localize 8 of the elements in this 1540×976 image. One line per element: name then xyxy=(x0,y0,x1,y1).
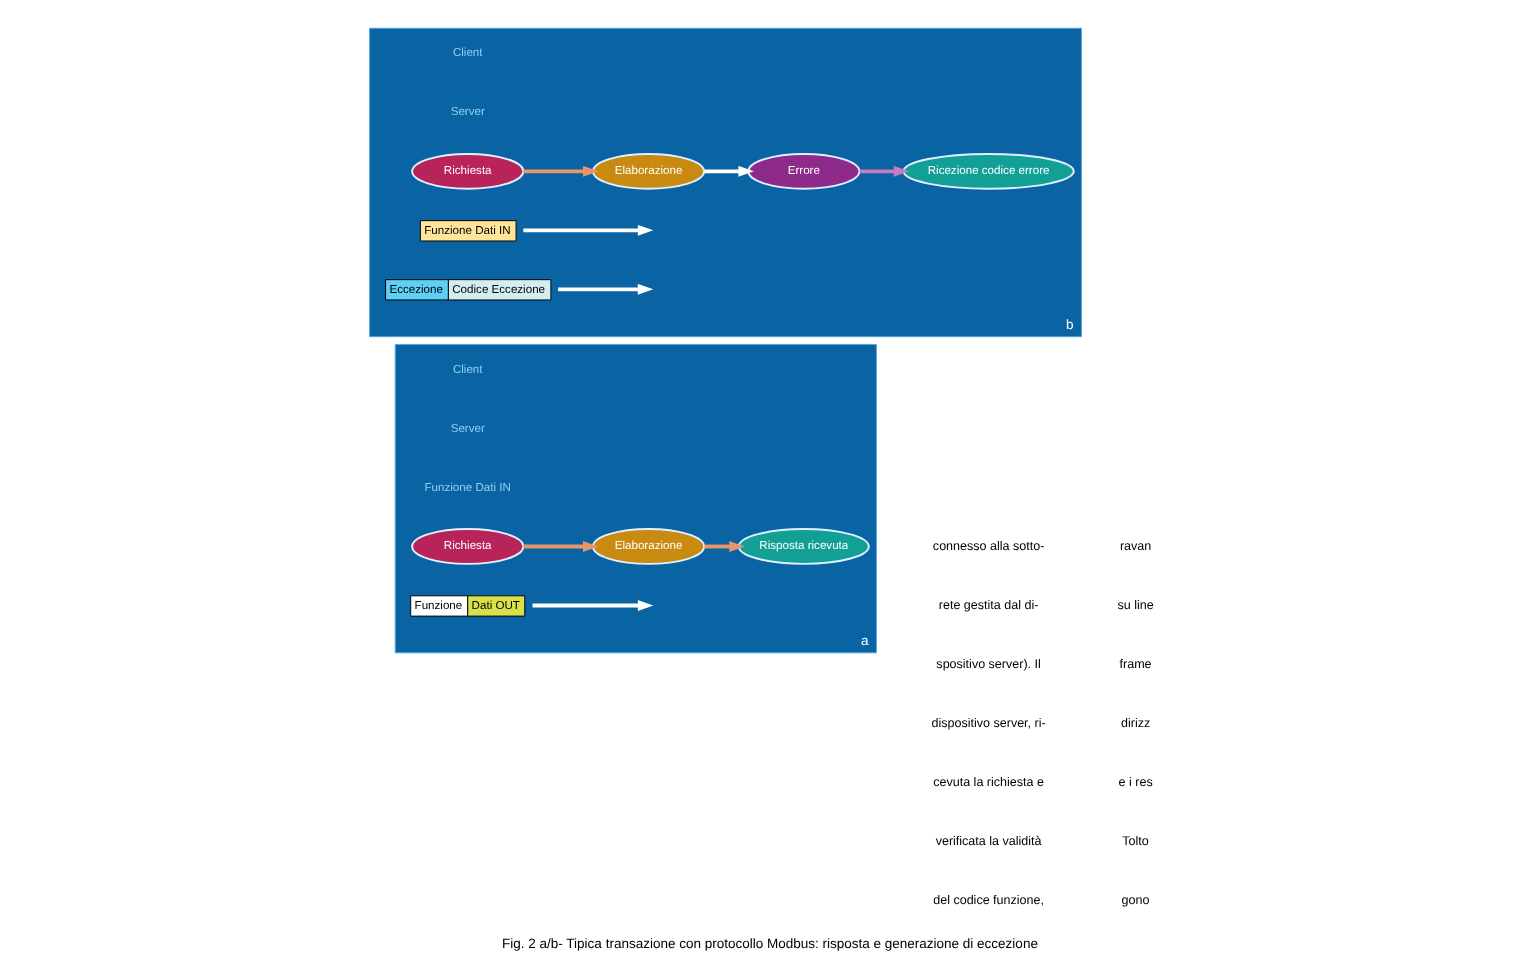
arrow xyxy=(523,541,599,552)
arrow xyxy=(704,165,754,177)
arrow xyxy=(532,600,654,611)
arrow xyxy=(523,165,599,177)
arrow xyxy=(523,224,654,236)
arrow xyxy=(558,283,654,295)
arrow xyxy=(859,165,910,177)
arrow xyxy=(704,541,745,552)
